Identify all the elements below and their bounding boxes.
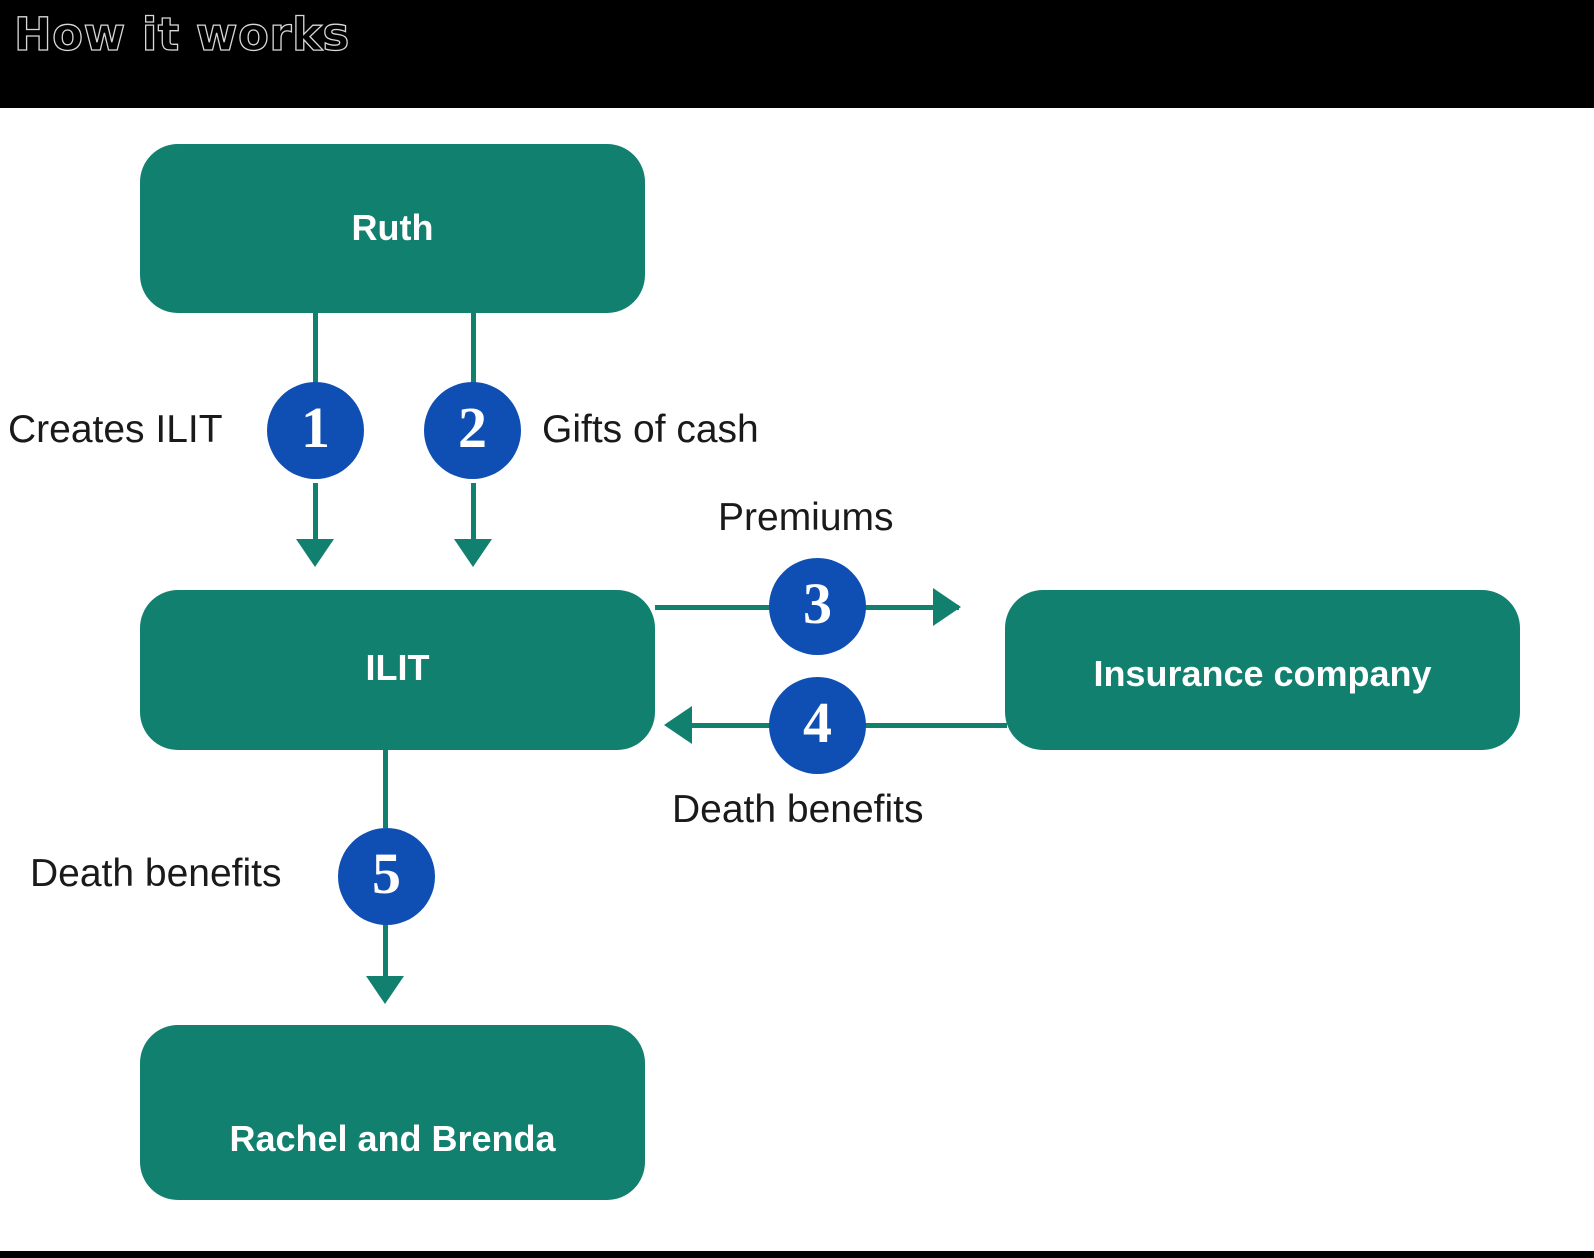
connector-step-3-left bbox=[655, 605, 775, 610]
step-5-badge[interactable]: 5 bbox=[338, 828, 435, 925]
arrowhead-step-3 bbox=[933, 588, 961, 626]
node-insurance-company-label: Insurance company bbox=[1093, 653, 1432, 694]
connector-step-1-upper bbox=[313, 313, 318, 391]
connector-step-1-lower bbox=[313, 483, 318, 541]
step-3-badge[interactable]: 3 bbox=[769, 558, 866, 655]
arrowhead-step-4 bbox=[664, 706, 692, 744]
footer-bar bbox=[0, 1251, 1594, 1258]
connector-step-4-left bbox=[692, 723, 775, 728]
arrowhead-step-2 bbox=[454, 539, 492, 567]
step-2-caption: Gifts of cash bbox=[542, 408, 759, 451]
step-4-number: 4 bbox=[803, 689, 832, 755]
step-2-badge[interactable]: 2 bbox=[424, 382, 521, 479]
step-1-number: 1 bbox=[301, 394, 330, 460]
connector-step-5-upper bbox=[383, 750, 388, 828]
node-insurance-company[interactable]: Insurance company bbox=[1005, 590, 1520, 750]
step-3-number: 3 bbox=[803, 570, 832, 636]
connector-step-4-right bbox=[862, 723, 1007, 728]
arrowhead-step-1 bbox=[296, 539, 334, 567]
header-bar bbox=[0, 0, 1594, 108]
step-1-caption: Creates ILIT bbox=[8, 408, 223, 451]
connector-step-2-upper bbox=[471, 313, 476, 391]
slide-title: How it works bbox=[13, 7, 350, 61]
step-5-number: 5 bbox=[372, 840, 401, 906]
arrowhead-step-5 bbox=[366, 976, 404, 1004]
node-ilit-label: ILIT bbox=[365, 647, 430, 688]
node-heirs[interactable]: Rachel and Brenda bbox=[140, 1025, 645, 1200]
connector-step-2-lower bbox=[471, 483, 476, 541]
node-heirs-label: Rachel and Brenda bbox=[229, 1117, 556, 1159]
step-5-caption: Death benefits bbox=[30, 852, 282, 895]
connector-step-5-lower bbox=[383, 924, 388, 980]
step-3-caption: Premiums bbox=[718, 496, 894, 539]
connector-step-3-right bbox=[862, 605, 959, 610]
step-4-caption: Death benefits bbox=[672, 788, 924, 831]
node-ruth[interactable]: Ruth bbox=[140, 144, 645, 313]
step-1-badge[interactable]: 1 bbox=[267, 382, 364, 479]
step-2-number: 2 bbox=[458, 394, 487, 460]
step-4-badge[interactable]: 4 bbox=[769, 677, 866, 774]
node-ilit[interactable]: ILIT bbox=[140, 590, 655, 750]
node-ruth-label: Ruth bbox=[351, 206, 434, 248]
